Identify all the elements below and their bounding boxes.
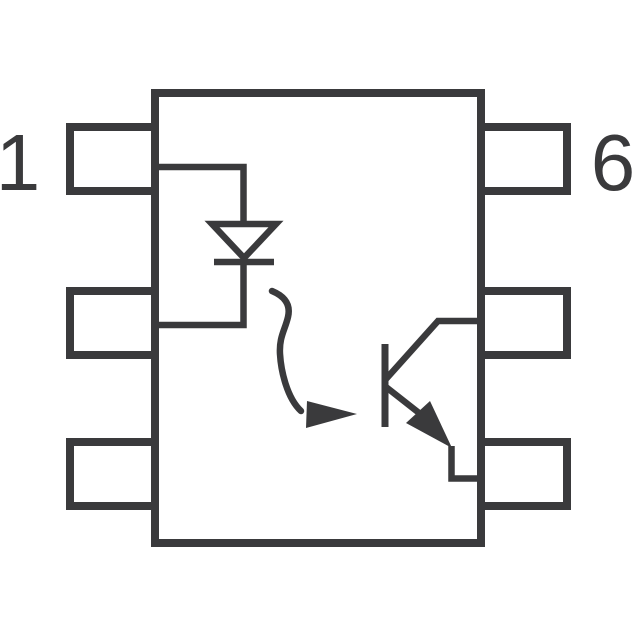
led-cathode-wire [155,260,247,329]
light-arrow-head [306,401,357,428]
pin-6-label: 6 [591,118,636,207]
package-pins-right [475,123,571,510]
led-triangle [204,220,284,263]
pin-4-pad [475,438,571,510]
pin-1-label: 1 [0,118,40,207]
light-arrow-curve [268,287,305,415]
led-symbol [155,163,284,329]
pin-3-pad [66,438,161,510]
led-anode-wire [155,163,247,222]
ic-body [151,89,485,547]
pin-5-pad [475,287,571,359]
light-arrow [268,287,357,428]
package-pins-left [66,123,161,510]
phototransistor-symbol [381,317,481,482]
transistor-emitter-wire [448,446,481,482]
transistor-emitter-arrow [406,401,452,448]
pin-2-pad [66,287,161,359]
pin-6-pad [475,123,571,195]
transistor-collector-wire [383,317,481,382]
pin-1-pad [66,123,161,195]
